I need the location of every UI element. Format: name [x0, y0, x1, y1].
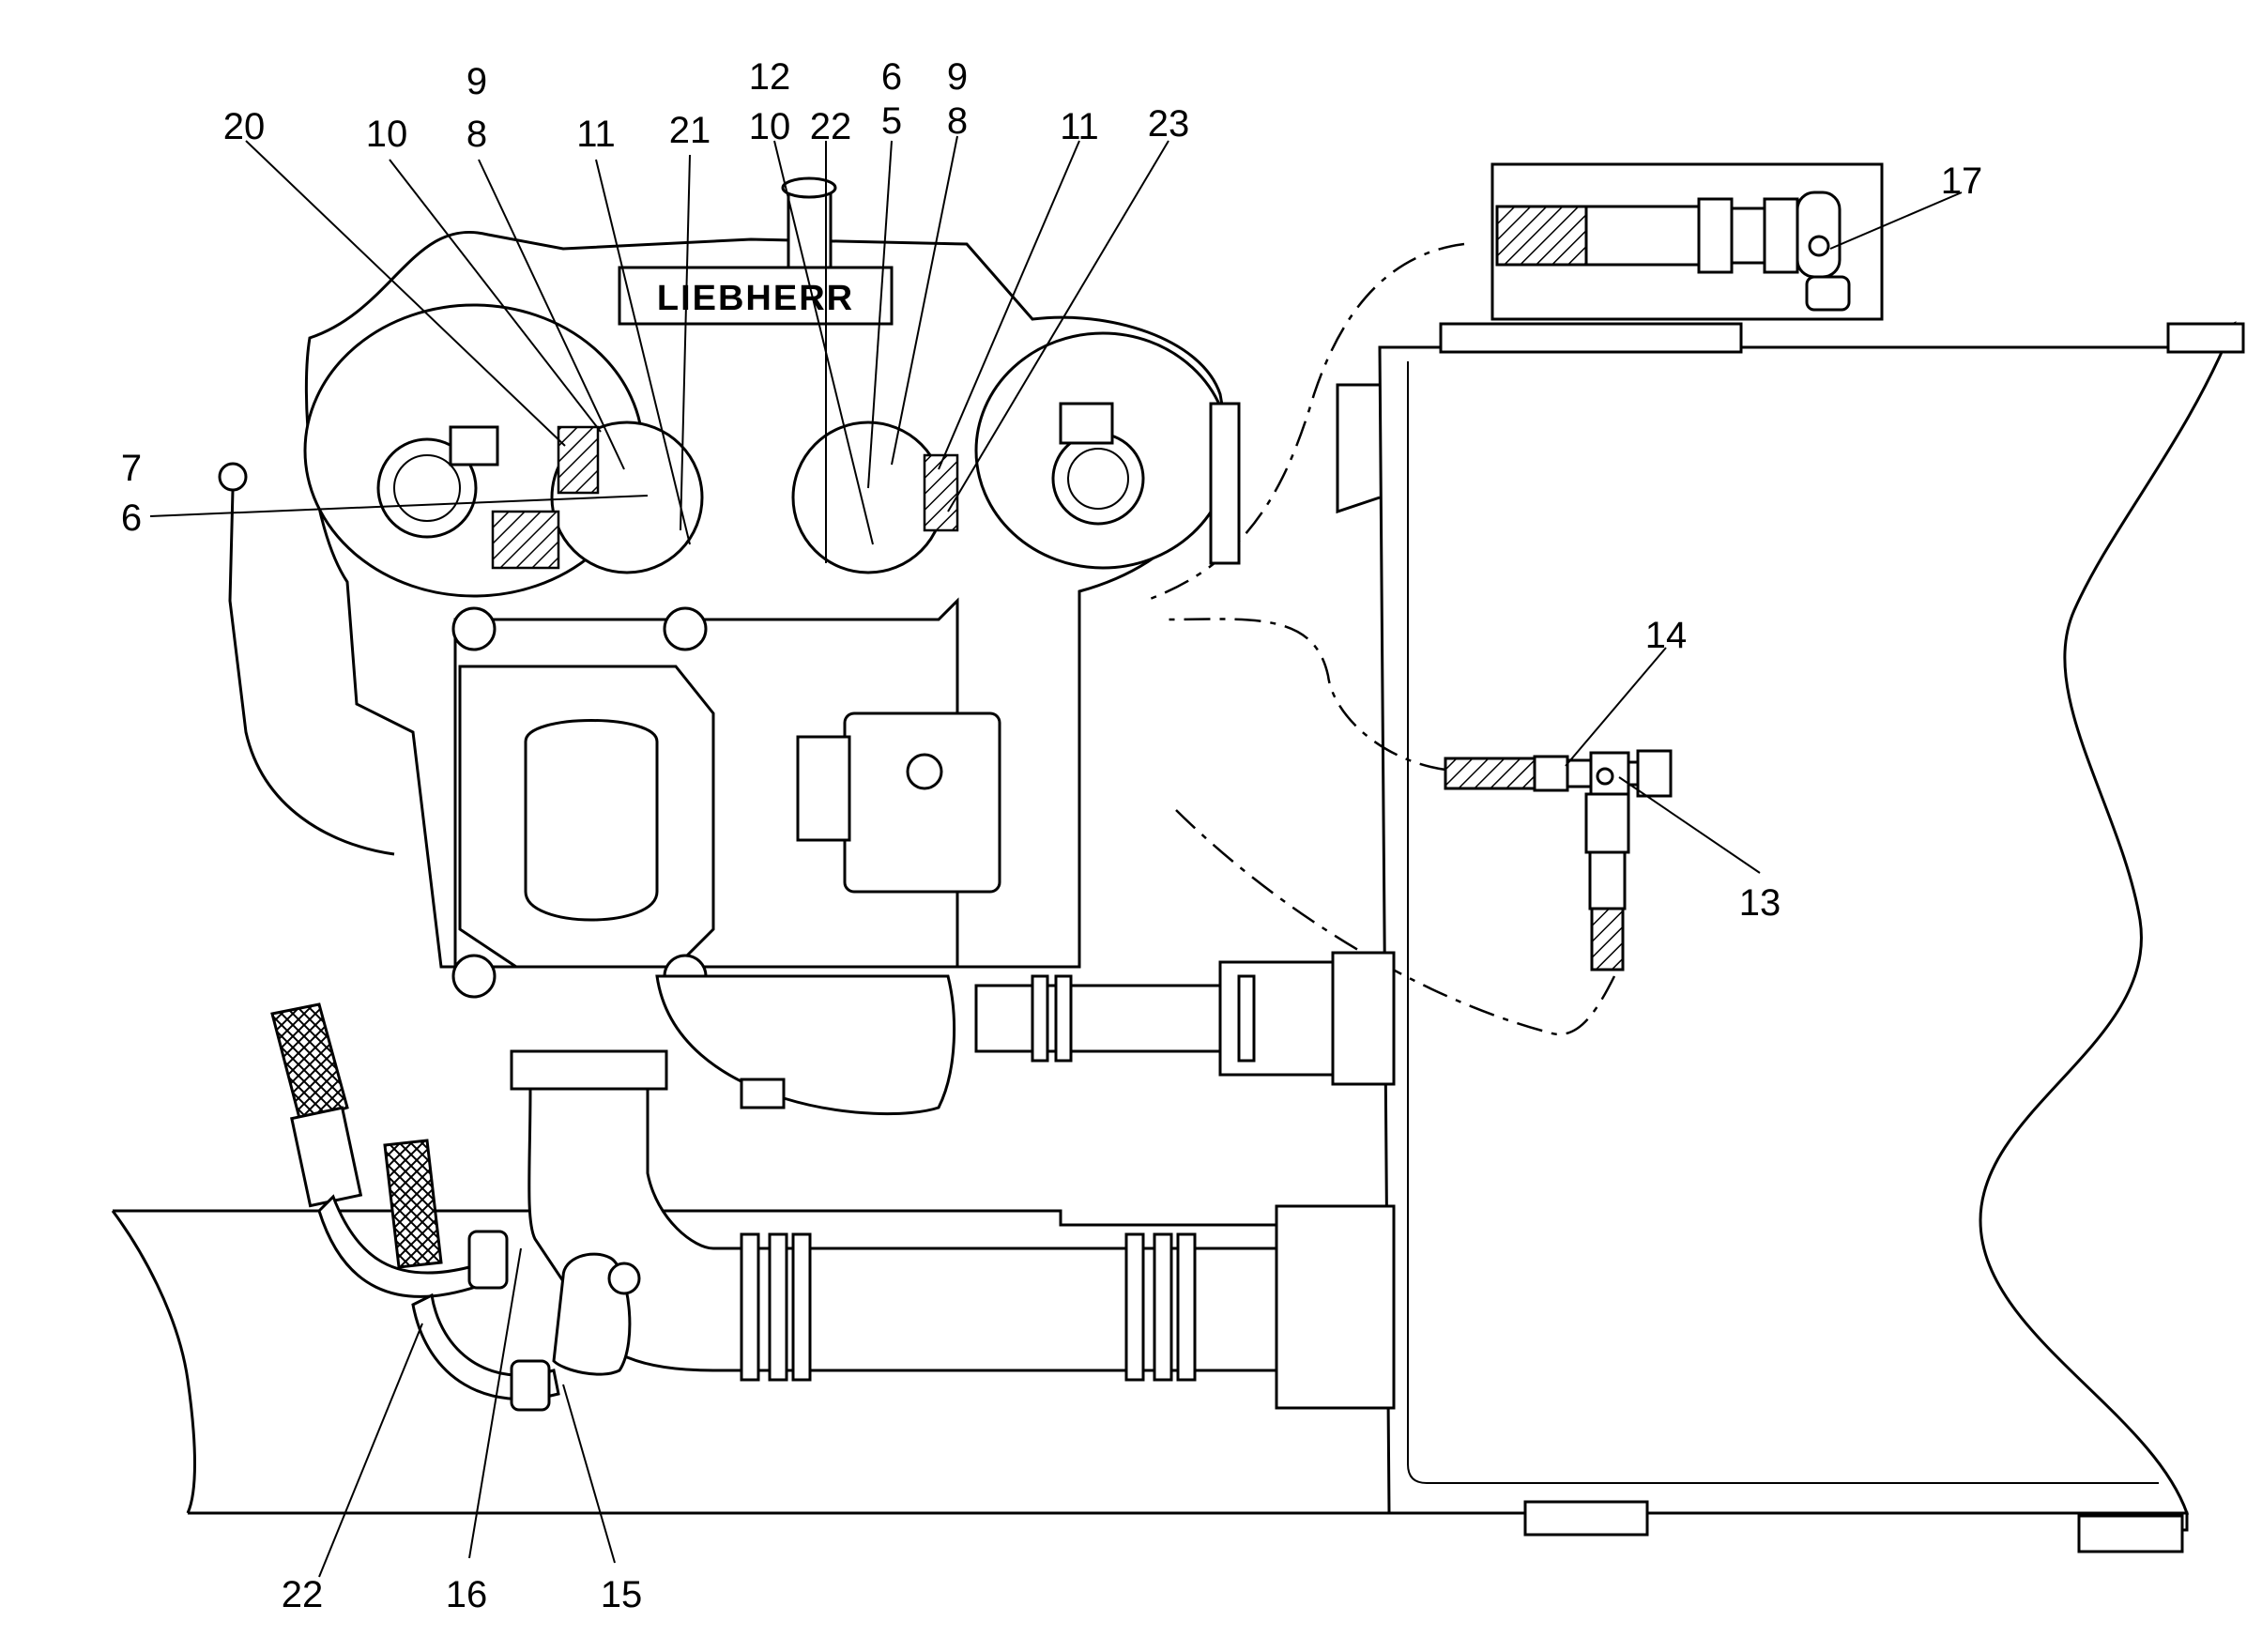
callout-23: 23: [1148, 103, 1190, 145]
callout-9-left: 9: [466, 61, 487, 102]
dipstick: [218, 462, 395, 856]
left-hose: [270, 1002, 560, 1412]
tee-fitting: [1444, 749, 1673, 971]
callout-9-right: 9: [947, 56, 968, 98]
callout-7: 7: [121, 448, 142, 489]
callout-16: 16: [446, 1574, 488, 1615]
callout-11-right: 11: [1060, 106, 1099, 147]
callout-13: 13: [1739, 882, 1781, 924]
brand-label: LIEBHERR: [657, 279, 854, 318]
callout-22-bottom: 22: [282, 1574, 324, 1615]
callout-12: 12: [749, 56, 791, 98]
engine-block: LIEBHERR: [303, 176, 1241, 1116]
callout-14: 14: [1645, 615, 1688, 656]
inset-detail-17: [1490, 162, 1884, 321]
right-pipe: [974, 951, 1396, 1086]
callout-5: 5: [881, 100, 902, 142]
callout-21: 21: [669, 110, 711, 151]
callout-15: 15: [601, 1574, 643, 1615]
hydraulic-tank: [1336, 321, 2245, 1553]
callout-8-right: 8: [947, 100, 968, 142]
callout-11-left: 11: [576, 114, 616, 155]
suction-pipe: [510, 1049, 1396, 1410]
callout-6-left: 6: [121, 497, 142, 539]
callout-10-mid: 10: [749, 106, 791, 147]
callouts: 20 10 9 8 11 21 12 10 22 6 5 9 8 11 23 7…: [121, 56, 1982, 1615]
callout-8-left: 8: [466, 114, 487, 155]
callout-20: 20: [223, 106, 266, 147]
callout-17: 17: [1941, 161, 1983, 202]
callout-22-top: 22: [810, 106, 852, 147]
callout-6-top: 6: [881, 56, 902, 98]
leader-lines: [149, 135, 1963, 1578]
callout-10-left: 10: [366, 114, 408, 155]
